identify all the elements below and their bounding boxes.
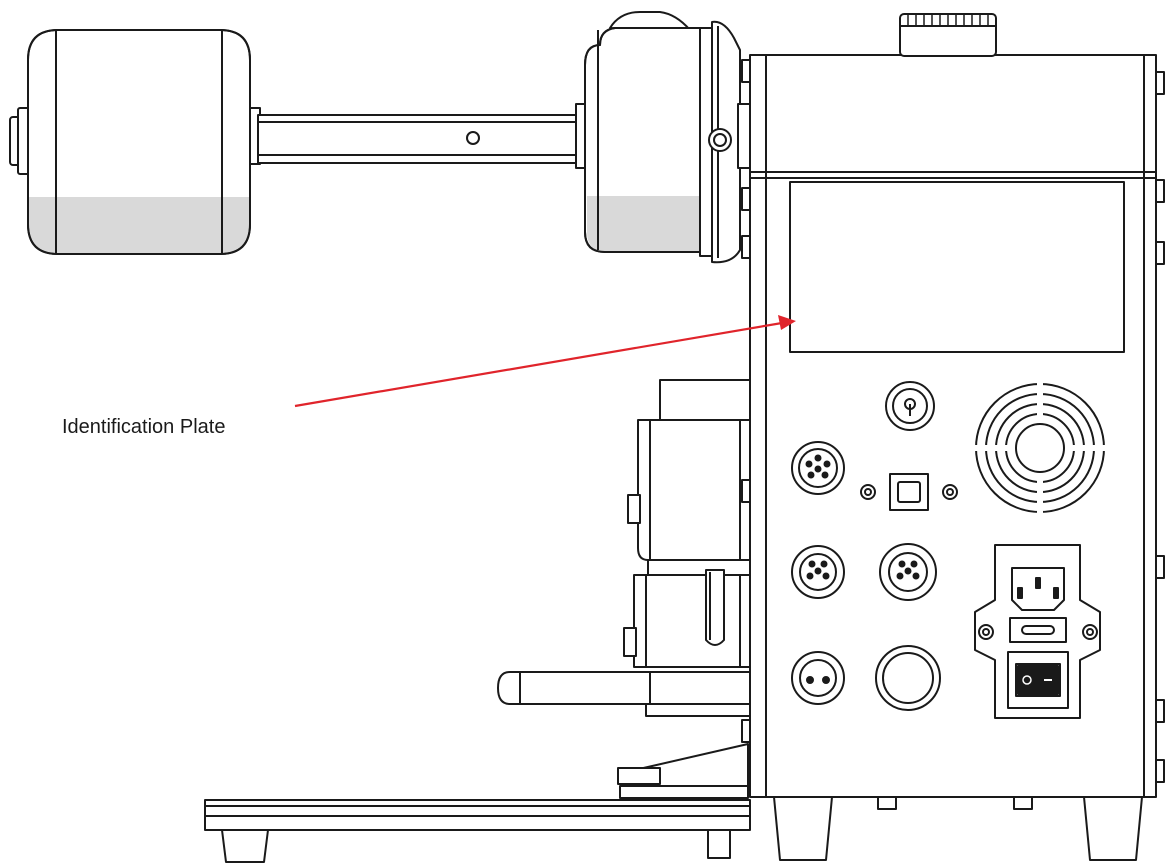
usb-port-icon — [860, 473, 958, 511]
base-plate-icon — [204, 799, 751, 859]
identification-plate-label: Identification Plate — [62, 416, 225, 438]
circular-connector-2pin-icon — [791, 651, 845, 705]
identification-plate — [789, 181, 1125, 353]
callout-arrow — [294, 315, 796, 408]
power-switch-icon — [1007, 651, 1069, 709]
circular-connector-5pin-icon — [791, 545, 845, 599]
lower-mechanism-icon — [497, 379, 753, 799]
foot-icon — [221, 796, 1143, 863]
fan-grille-icon — [972, 380, 1108, 516]
circular-connector-5pin-b-icon — [879, 543, 937, 601]
key-switch-icon — [885, 381, 935, 431]
right-roller-icon — [584, 11, 753, 264]
left-roller-icon — [9, 29, 261, 255]
shaft-icon — [257, 103, 587, 169]
grommet-icon — [875, 645, 941, 711]
circular-connector-6pin-icon — [791, 441, 845, 495]
knob-icon — [899, 13, 997, 57]
